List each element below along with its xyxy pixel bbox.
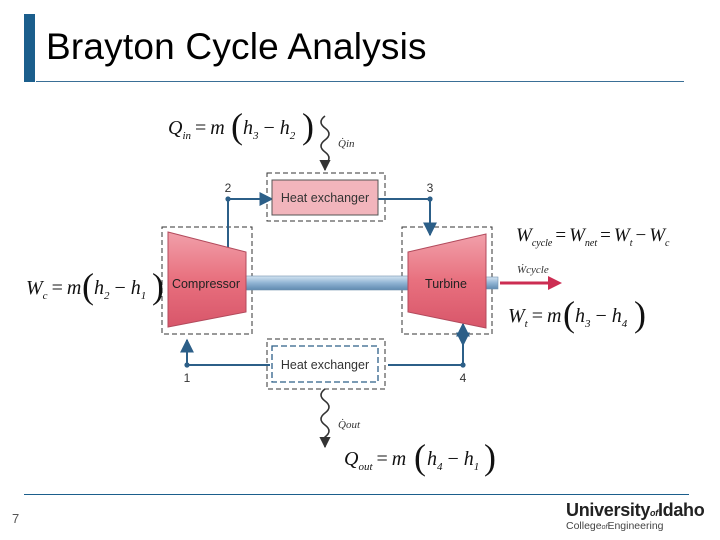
equation-compressor-work: Wc=m ( h2−h1 ) (26, 266, 164, 306)
heat-in-label: Q̇in (338, 138, 355, 150)
heat-out-arrow (319, 388, 331, 449)
svg-text:h3−h4: h3−h4 (575, 305, 628, 330)
heat-exchanger-bottom (271, 345, 379, 383)
svg-text:Wc=m: Wc=m (26, 277, 81, 302)
svg-text:(: ( (563, 294, 575, 334)
svg-text:h2−h1: h2−h1 (94, 277, 146, 302)
state-point-1 (184, 362, 190, 368)
heat-out-label: Q̇out (338, 419, 361, 431)
state-label-1: 1 (184, 371, 191, 385)
svg-text:): ) (634, 294, 646, 334)
svg-text:Qin=m: Qin=m (168, 117, 225, 142)
heat-exchanger-top (271, 179, 379, 216)
state-label-4: 4 (460, 371, 467, 385)
logo-college-name: CollegeofEngineering (566, 520, 664, 532)
svg-text:h3−h2: h3−h2 (243, 117, 296, 142)
footer-divider (24, 494, 689, 495)
turbine (407, 233, 487, 329)
svg-text:): ) (302, 106, 314, 146)
page-number: 7 (12, 511, 20, 526)
svg-text:): ) (484, 437, 496, 477)
state-point-4 (460, 362, 466, 368)
title-accent-bar (24, 14, 35, 82)
svg-text:Wt=m: Wt=m (508, 305, 561, 330)
heat-in-arrow (319, 115, 331, 172)
equation-heat-in: Qin=m ( h3−h2 ) (168, 106, 314, 146)
flow-line-hx-to-1 (180, 338, 270, 366)
svg-text:): ) (152, 266, 164, 306)
heat-exchanger-bottom-label: Heat exchanger (281, 358, 369, 372)
flow-line-hx-to-3 (378, 198, 437, 237)
state-point-3 (427, 196, 433, 202)
state-point-2 (225, 196, 231, 202)
compressor (167, 231, 247, 328)
flow-line-2-to-hx (227, 192, 274, 248)
title-divider (36, 81, 684, 82)
svg-text:(: ( (231, 106, 243, 146)
heat-exchanger-bottom-boundary (266, 338, 386, 390)
page-title: Brayton Cycle Analysis (46, 26, 427, 67)
svg-text:(: ( (82, 266, 94, 306)
compressor-label: Compressor (172, 277, 240, 291)
flow-line-4-to-hx (388, 322, 470, 366)
shaft (243, 275, 413, 291)
logo-university-name: UniversityofIdaho (566, 500, 705, 520)
university-logo: UniversityofIdaho CollegeofEngineering (566, 500, 705, 532)
equation-turbine-work: Wt=m ( h3−h4 ) (508, 294, 646, 334)
svg-text:Wcycle=Wnet=Wt−Wc: Wcycle=Wnet=Wt−Wc (516, 225, 670, 249)
work-cycle-arrowhead (548, 276, 562, 290)
svg-text:(: ( (414, 437, 426, 477)
svg-text:h4−h1: h4−h1 (427, 448, 479, 473)
turbine-label: Turbine (425, 277, 467, 291)
state-label-2: 2 (225, 181, 232, 195)
state-label-3: 3 (427, 181, 434, 195)
work-cycle-label: Ẇcycle (517, 264, 549, 276)
equation-cycle-work: Wcycle=Wnet=Wt−Wc (516, 225, 670, 249)
svg-text:Qout=m: Qout=m (344, 448, 406, 473)
compressor-boundary (161, 226, 253, 335)
heat-exchanger-top-label: Heat exchanger (281, 191, 369, 205)
equation-heat-out: Qout=m ( h4−h1 ) (344, 437, 496, 477)
